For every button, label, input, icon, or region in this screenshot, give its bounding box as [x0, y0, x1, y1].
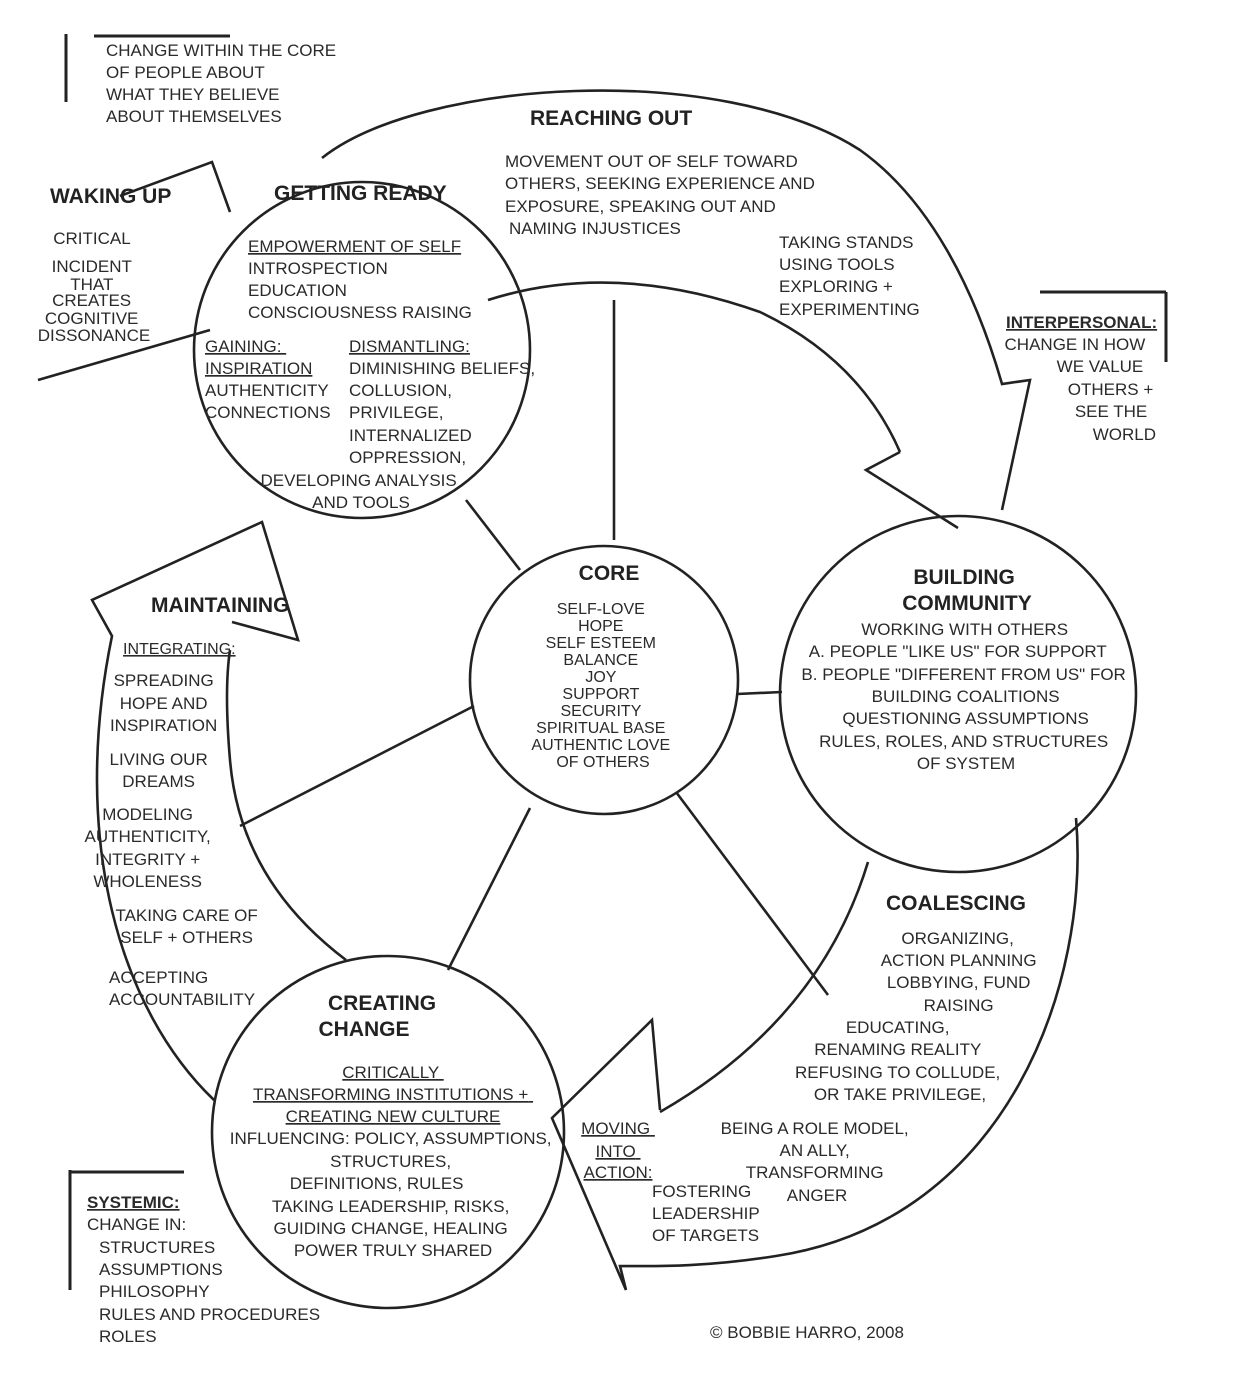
getting-ready-heading: EMPOWERMENT OF SELF	[248, 237, 461, 256]
interpersonal-heading: INTERPERSONAL:	[1006, 313, 1157, 332]
role-model-text: BEING A ROLE MODEL, AN ALLY, TRANSFORMIN…	[721, 1119, 914, 1205]
inner-arc-left	[225, 649, 347, 962]
moving-into-action-heading: MOVING INTO ACTION:	[581, 1119, 655, 1182]
coalescing-title: COALESCING	[886, 892, 1026, 915]
core-text: SELF-LOVE HOPE SELF ESTEEM BALANCE JOY S…	[531, 601, 674, 771]
legend-core-text: CHANGE WITHIN THE CORE OF PEOPLE ABOUT W…	[106, 41, 341, 126]
building-community-title: BUILDING COMMUNITY	[902, 566, 1032, 615]
building-community-circle	[778, 514, 1138, 874]
waking-up-text: CRITICAL INCIDENT THAT CREATES COGNITIVE…	[38, 229, 150, 345]
copyright: © BOBBIE HARRO, 2008	[710, 1323, 904, 1342]
gaining-text: AUTHENTICITY CONNECTIONS	[205, 381, 333, 422]
coalescing-arrow	[550, 817, 1079, 1291]
getting-ready-text: INTROSPECTION EDUCATION CONSCIOUSNESS RA…	[248, 259, 472, 322]
creating-change-underlined: CRITICALLY TRANSFORMING INSTITUTIONS + C…	[253, 1063, 533, 1126]
inner-arc-top	[487, 281, 902, 453]
systemic-text: CHANGE IN: STRUCTURES ASSUMPTIONS PHILOS…	[87, 1215, 325, 1346]
core-circle	[468, 544, 740, 816]
creating-change-circle	[210, 954, 566, 1310]
reaching-out-title: REACHING OUT	[530, 107, 692, 130]
dismantling-heading: DISMANTLING:	[349, 337, 470, 356]
getting-ready-circle	[192, 180, 532, 520]
spoke-creating-change	[446, 807, 532, 971]
spoke-building-community	[736, 690, 783, 696]
dismantling-text: DIMINISHING BELIEFS, COLLUSION, PRIVILEG…	[349, 359, 540, 467]
interpersonal-text: CHANGE IN HOW WE VALUE OTHERS + SEE THE …	[1005, 335, 1158, 444]
systemic-heading: SYSTEMIC:	[87, 1193, 180, 1212]
spoke-getting-ready-lower	[464, 499, 522, 571]
spokes	[239, 300, 830, 996]
gaining-heading: GAINING: INSPIRATION	[205, 337, 312, 378]
waking-up-arrow	[37, 160, 232, 382]
maintaining-arrow	[90, 520, 300, 1101]
moving-into-action-text: FOSTERING LEADERSHIP OF TARGETS	[652, 1182, 764, 1245]
maintaining-title: MAINTAINING	[151, 594, 289, 617]
spoke-coalescing	[674, 791, 830, 996]
integrating-heading: INTEGRATING:	[123, 641, 236, 658]
coalescing-text: ORGANIZING, ACTION PLANNING LOBBYING, FU…	[795, 929, 1041, 1104]
taking-stands-text: TAKING STANDS USING TOOLS EXPLORING + EX…	[779, 233, 920, 319]
inner-arc-bottom-right	[659, 861, 870, 1114]
creating-change-title: CREATING CHANGE	[318, 992, 441, 1041]
analysis-text: DEVELOPING ANALYSIS AND TOOLS	[261, 471, 462, 512]
creating-change-text: INFLUENCING: POLICY, ASSUMPTIONS, STRUCT…	[230, 1129, 557, 1260]
maintaining-text: SPREADING HOPE AND INSPIRATION LIVING OU…	[85, 671, 263, 1009]
spoke-maintaining	[239, 704, 475, 828]
reaching-out-arrow	[321, 89, 1032, 511]
core-title: CORE	[579, 562, 640, 585]
reaching-out-text: MOVEMENT OUT OF SELF TOWARD OTHERS, SEEK…	[505, 152, 820, 238]
reaching-out-arrow-notch	[863, 450, 959, 530]
waking-up-title: WAKING UP	[50, 185, 171, 208]
getting-ready-title: GETTING READY	[274, 182, 447, 205]
building-community-text: WORKING WITH OTHERS A. PEOPLE "LIKE US" …	[801, 620, 1130, 773]
